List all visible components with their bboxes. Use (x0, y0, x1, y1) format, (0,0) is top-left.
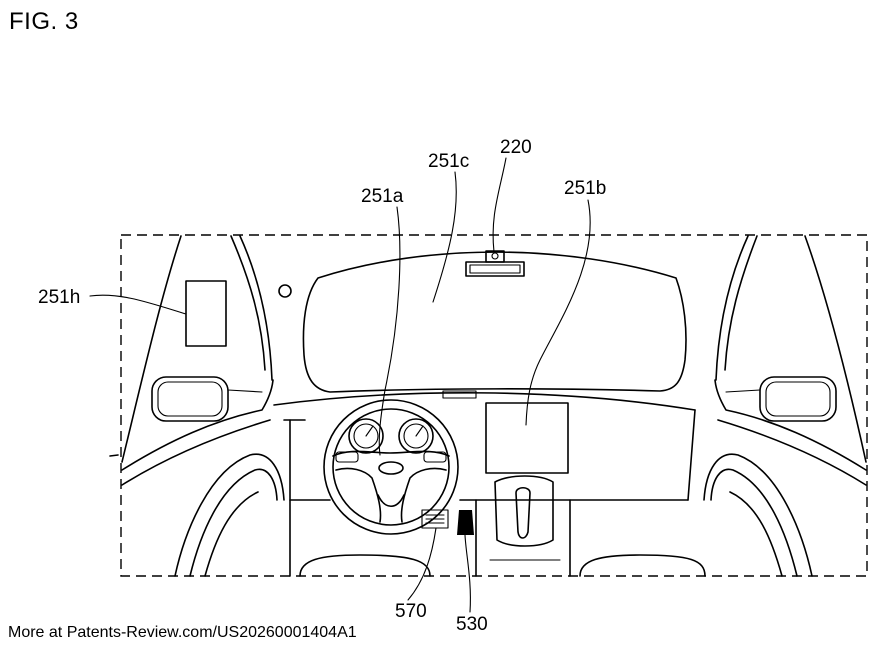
center-console (475, 475, 571, 577)
label-530: 530 (456, 614, 488, 635)
dashboard (273, 390, 706, 577)
leader-lines (89, 157, 591, 613)
label-251c: 251c (428, 151, 469, 172)
right-door-panel (703, 235, 867, 577)
label-570: 570 (395, 601, 427, 622)
label-251b: 251b (564, 178, 606, 199)
footer-source-link[interactable]: More at Patents-Review.com/US20260001404… (8, 624, 357, 641)
label-251h: 251h (38, 287, 80, 308)
label-251a: 251a (361, 186, 404, 207)
left-side-mirror (151, 376, 263, 422)
camera-and-rearview-mirror (465, 250, 525, 277)
windshield (302, 251, 687, 393)
figure-title: FIG. 3 (9, 8, 79, 35)
sensor-icon (278, 284, 292, 298)
right-side-mirror (725, 376, 837, 422)
steering-wheel (323, 399, 459, 535)
components-570-530 (421, 509, 474, 535)
left-door-panel (109, 235, 285, 577)
display-251h (185, 280, 227, 347)
dashed-frame (120, 234, 868, 577)
center-display-251b (485, 402, 569, 474)
label-220: 220 (500, 137, 532, 158)
